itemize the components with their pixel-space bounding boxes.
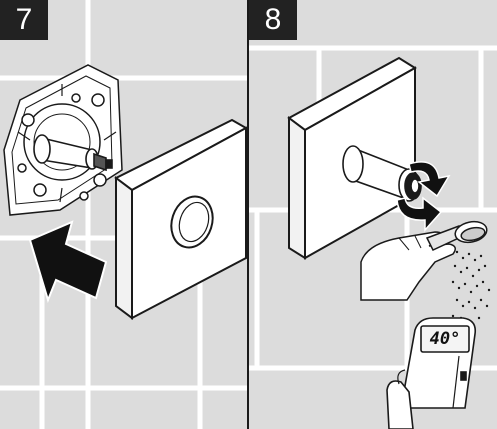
step-number-badge: 7 (0, 0, 48, 40)
step-7-panel: 7 (0, 0, 248, 429)
step-number-badge: 8 (249, 0, 297, 40)
thermometer-reading: 40° (422, 328, 468, 350)
step-8-illustration (249, 0, 497, 429)
step-8-panel: 8 40° (249, 0, 497, 429)
step-7-illustration (0, 0, 248, 429)
